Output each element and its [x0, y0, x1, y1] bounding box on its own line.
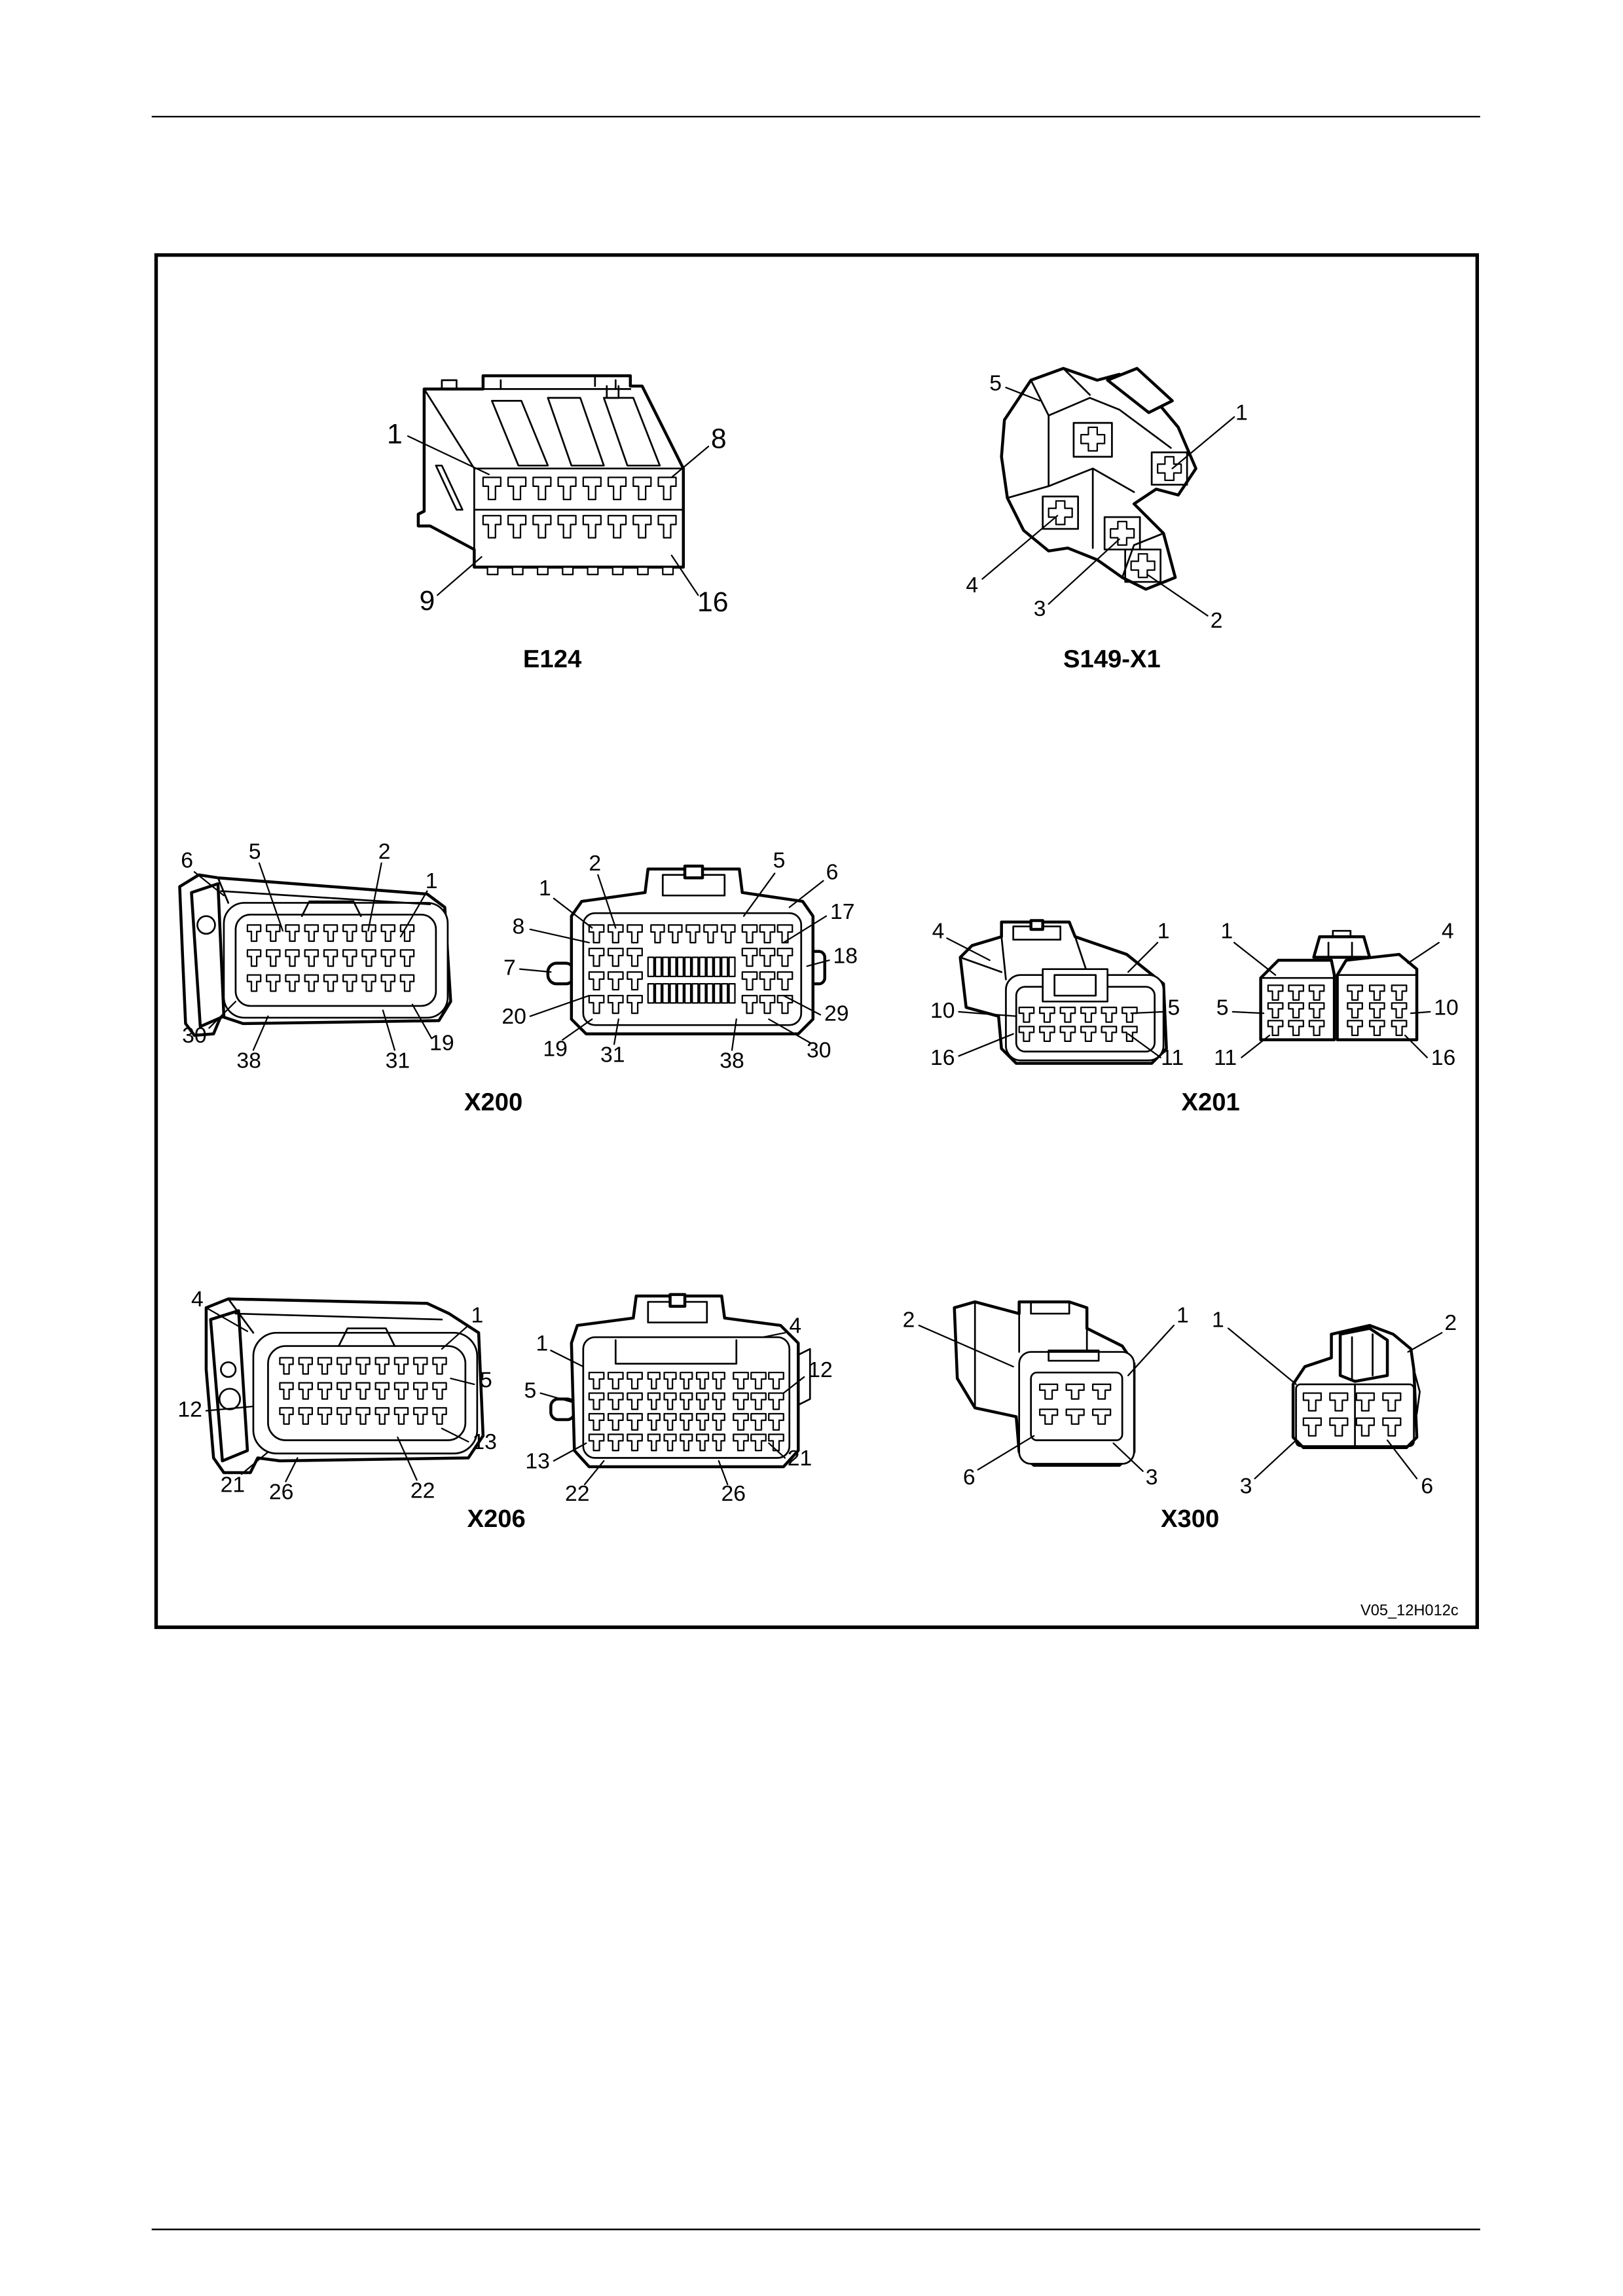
x201-pin-label: 10 — [1434, 995, 1459, 1020]
x206-pin-label: 12 — [808, 1357, 833, 1382]
x206-pin-label: 26 — [721, 1481, 746, 1506]
figure-id-label: V05_12H012c — [1360, 1602, 1459, 1619]
x200-pin-cavities-angled — [247, 925, 414, 991]
x200-connector: 6 5 2 1 30 38 31 19 1 2 5 6 8 17 7 18 20… — [179, 839, 858, 1117]
x201-pin-label: 4 — [932, 918, 945, 943]
x206-latch-tab — [670, 1295, 685, 1306]
x201-pin-label: 4 — [1442, 918, 1454, 943]
x206-pin-label: 22 — [410, 1478, 435, 1503]
x200-latch-tab — [685, 866, 702, 878]
x300-connector: 2 1 6 3 1 2 3 6 X300 — [903, 1302, 1457, 1533]
x200-pin-label: 7 — [503, 956, 516, 980]
x200-pin-label: 8 — [512, 914, 524, 939]
s149-x1-pin-label: 3 — [1034, 596, 1046, 621]
x206-pin-label: 21 — [221, 1472, 246, 1497]
x200-pin-label: 6 — [181, 848, 193, 872]
x206-pin-label: 12 — [177, 1397, 202, 1422]
s149-x1-pin-label: 2 — [1211, 608, 1223, 633]
x206-pin-label: 5 — [524, 1378, 536, 1403]
s149-x1-pin-label: 1 — [1235, 401, 1248, 425]
x200-pin-label: 1 — [426, 869, 438, 893]
x200-title-label: X200 — [464, 1088, 522, 1117]
x200-pin-label: 5 — [773, 848, 786, 872]
s149-x1-pin-label: 5 — [989, 371, 1002, 396]
x201-connector: 4 1 10 5 16 11 1 4 5 10 11 16 X201 — [930, 918, 1459, 1116]
x200-pin-label: 31 — [386, 1048, 410, 1073]
x200-pin-label: 30 — [807, 1038, 831, 1063]
x206-pin-label: 22 — [565, 1481, 590, 1506]
x200-pin-label: 19 — [543, 1036, 568, 1061]
x206-pin-label: 4 — [789, 1313, 801, 1338]
x206-pin-label: 26 — [269, 1480, 294, 1505]
x201-pin-label: 5 — [1216, 995, 1229, 1020]
x200-pin-label: 6 — [826, 859, 839, 884]
e124-pin-label: 16 — [697, 586, 729, 618]
x200-pin-label: 29 — [824, 1001, 849, 1026]
x201-rear-latch — [1314, 937, 1370, 957]
x206-pin-label: 4 — [191, 1287, 204, 1312]
x201-pin-cavities-rear-right — [1347, 985, 1406, 1035]
e124-pin-label: 1 — [387, 419, 403, 450]
x201-lock-window — [1043, 969, 1108, 1001]
x206-pin-label: 5 — [480, 1368, 492, 1393]
x300-pin-label: 2 — [903, 1307, 915, 1332]
x201-pin-label: 1 — [1220, 918, 1233, 943]
x200-pin-label: 2 — [589, 851, 601, 876]
e124-title-label: E124 — [523, 645, 582, 673]
x206-pin-label: 21 — [788, 1446, 812, 1471]
x300-pin-label: 3 — [1240, 1474, 1252, 1499]
x300-pin-label: 1 — [1176, 1303, 1189, 1328]
e124-pin-label: 8 — [711, 423, 727, 454]
x200-pin-label: 1 — [539, 876, 551, 901]
x201-latch-tab — [1031, 920, 1043, 929]
x300-pin-label: 6 — [963, 1465, 976, 1490]
x300-title-label: X300 — [1161, 1505, 1219, 1533]
x300-pin-label: 3 — [1146, 1465, 1158, 1490]
x200-pin-label: 5 — [249, 839, 261, 864]
x200-pin-label: 38 — [720, 1048, 744, 1073]
x206-pin-cavities-angled — [280, 1358, 446, 1424]
x201-pin-label: 11 — [1161, 1045, 1184, 1070]
e124-pin-label: 9 — [419, 585, 435, 617]
x206-pin-label: 13 — [525, 1448, 550, 1473]
x200-pin-label: 17 — [830, 899, 855, 924]
x206-connector: 4 1 5 12 13 21 26 22 1 4 5 12 13 21 22 2… — [177, 1287, 832, 1533]
e124-connector: 1 8 9 16 E124 — [387, 376, 729, 673]
x300-pin-label: 1 — [1212, 1307, 1224, 1332]
x200-pin-label: 18 — [833, 944, 858, 969]
x206-title-label: X206 — [467, 1505, 525, 1533]
x201-pin-label: 11 — [1214, 1045, 1237, 1070]
x200-pin-label: 19 — [429, 1030, 454, 1055]
x201-pin-label: 5 — [1168, 995, 1180, 1020]
x200-pin-label: 20 — [501, 1004, 526, 1029]
s149-x1-connector: 5 1 4 3 2 S149-X1 — [966, 368, 1247, 673]
x201-pin-label: 16 — [930, 1045, 955, 1070]
s149-x1-pin-label: 4 — [966, 573, 978, 598]
x300-pin-label: 2 — [1444, 1310, 1457, 1335]
x201-pin-label: 16 — [1431, 1045, 1456, 1070]
x200-pin-label: 2 — [378, 839, 391, 864]
x201-title-label: X201 — [1181, 1088, 1239, 1117]
x200-pin-label: 30 — [182, 1023, 207, 1048]
x206-pin-label: 1 — [536, 1331, 548, 1355]
x206-pin-label: 13 — [472, 1429, 497, 1454]
x300-pin-label: 6 — [1421, 1474, 1433, 1499]
x200-pin-label: 38 — [236, 1048, 261, 1073]
x206-pin-label: 1 — [471, 1303, 483, 1328]
x200-pin-label: 31 — [600, 1042, 625, 1067]
x201-pin-cavities-rear-left — [1268, 985, 1324, 1035]
x300-rear-latch — [1340, 1329, 1387, 1382]
x201-pin-label: 1 — [1158, 918, 1170, 943]
s149-x1-title-label: S149-X1 — [1063, 645, 1161, 673]
x201-pin-label: 10 — [930, 998, 955, 1023]
